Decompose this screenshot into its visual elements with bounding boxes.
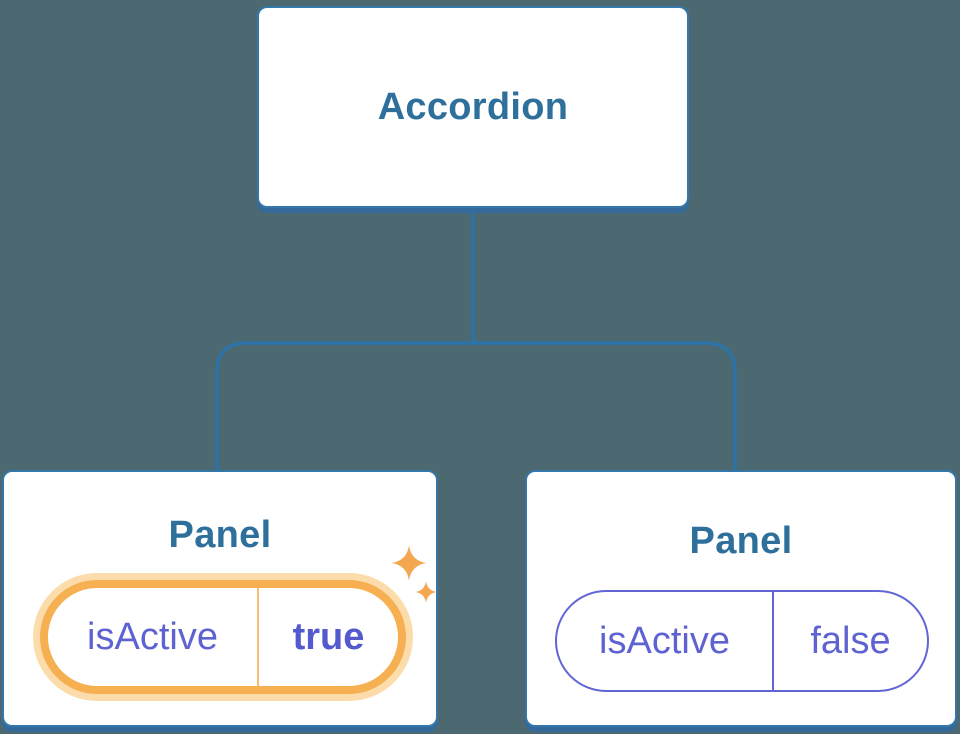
panel-label: Panel (168, 514, 272, 556)
state-name: isActive (557, 592, 774, 690)
state-value: false (810, 619, 891, 662)
isactive-state-pill-active: isActive true (40, 580, 406, 694)
panel-node-inactive: Panel isActive false (525, 470, 957, 727)
sparkle-icon (391, 545, 437, 603)
accordion-label: Accordion (377, 85, 569, 128)
isactive-state-pill-inactive: isActive false (555, 590, 929, 692)
panel-label: Panel (689, 520, 793, 562)
state-value: true (292, 615, 365, 658)
accordion-node: Accordion (257, 6, 689, 208)
state-name: isActive (48, 588, 259, 686)
panel-node-active: Panel isActive true (2, 470, 438, 727)
connector-branch (215, 341, 737, 470)
